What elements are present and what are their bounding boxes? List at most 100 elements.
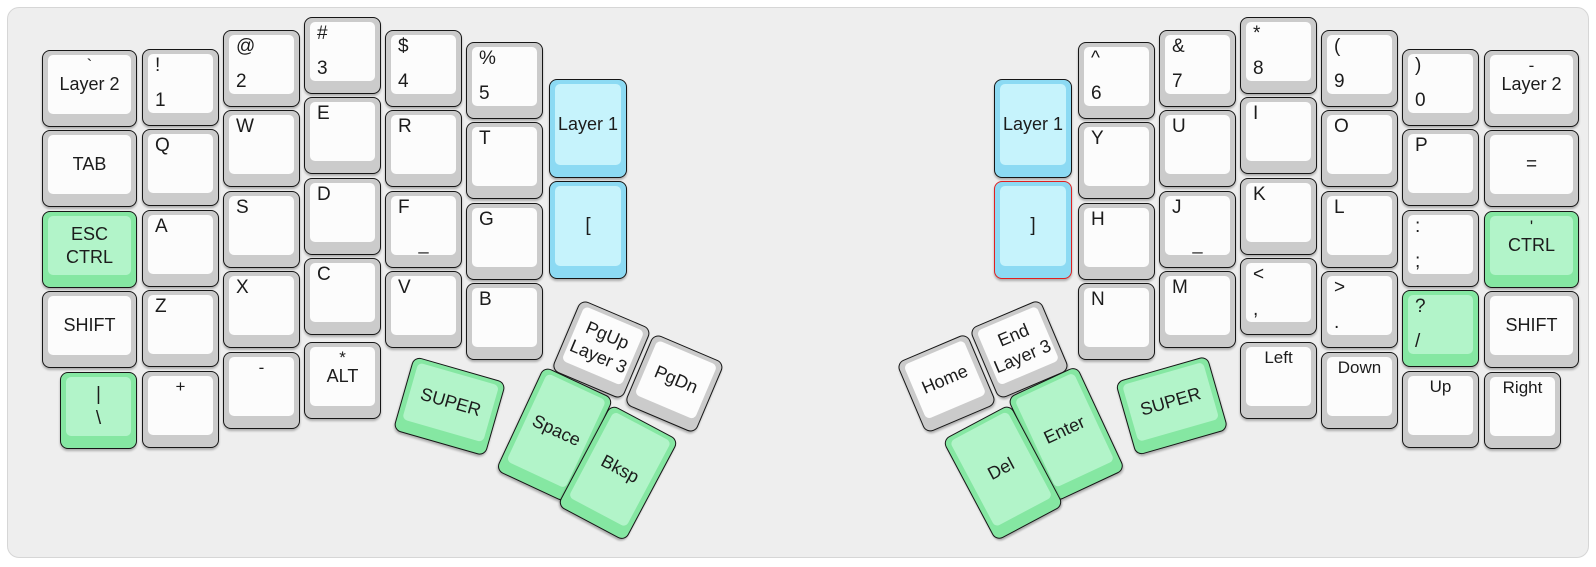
key-l-star-alt[interactable]: *ALT <box>304 342 381 419</box>
key-r-super[interactable]: SUPER <box>1115 355 1229 457</box>
key-l-v[interactable]: V <box>385 271 462 348</box>
key-l-a-legend-tl: A <box>155 216 168 237</box>
key-l-g[interactable]: G <box>466 203 543 280</box>
keycap-face: I <box>1246 102 1311 161</box>
key-l-lbracket-legend-center: [ <box>555 186 621 266</box>
key-l-e[interactable]: E <box>304 97 381 174</box>
key-r-k[interactable]: K <box>1240 178 1317 255</box>
keycap-face: Layer 1 <box>1000 84 1066 165</box>
key-r-semicolon[interactable]: :; <box>1402 210 1479 287</box>
key-l-r[interactable]: R <box>385 110 462 187</box>
key-r-0[interactable]: )0 <box>1402 49 1479 126</box>
key-r-quote-ctrl-legend-center: CTRL <box>1490 216 1573 275</box>
key-r-layer1[interactable]: Layer 1 <box>994 79 1072 178</box>
key-l-b[interactable]: B <box>466 283 543 360</box>
key-r-left[interactable]: Left <box>1240 342 1317 419</box>
key-l-shift[interactable]: SHIFT <box>42 291 137 368</box>
key-l-b-legend-tl: B <box>479 289 492 310</box>
key-r-period[interactable]: >. <box>1321 271 1398 348</box>
key-l-4[interactable]: $4 <box>385 30 462 107</box>
legend-line: CTRL <box>65 246 113 267</box>
key-r-slash[interactable]: ?/ <box>1402 290 1479 367</box>
key-r-u[interactable]: U <box>1159 110 1236 187</box>
key-r-h[interactable]: H <box>1078 203 1155 280</box>
key-l-tab[interactable]: TAB <box>42 130 137 207</box>
keycap-face: Y <box>1084 127 1149 186</box>
key-r-0-legend-tl: ) <box>1415 55 1422 76</box>
key-l-5[interactable]: %5 <box>466 42 543 119</box>
keycap-face: PgDn <box>634 339 718 420</box>
key-l-w[interactable]: W <box>223 110 300 187</box>
key-r-right[interactable]: Right <box>1484 372 1561 449</box>
keycap-face: - <box>229 357 294 416</box>
key-r-equals-legend-center: = <box>1490 135 1573 194</box>
key-l-layer1[interactable]: Layer 1 <box>549 79 627 178</box>
key-r-layer1-legend-center: Layer 1 <box>1000 84 1066 165</box>
key-r-minus-layer2[interactable]: -Layer 2 <box>1484 50 1579 127</box>
key-l-super[interactable]: SUPER <box>392 356 507 457</box>
key-l-1[interactable]: !1 <box>142 49 219 126</box>
key-r-quote-ctrl-legend-tc: ' <box>1529 217 1534 236</box>
key-r-quote-ctrl[interactable]: 'CTRL <box>1484 211 1579 288</box>
keycap-face: Left <box>1246 347 1311 406</box>
key-r-7[interactable]: &7 <box>1159 30 1236 107</box>
key-l-x[interactable]: X <box>223 271 300 348</box>
key-r-l-legend-tl: L <box>1334 197 1345 218</box>
legend-line: Home <box>918 360 971 399</box>
keycap-face: F_ <box>391 196 456 255</box>
key-l-3[interactable]: #3 <box>304 17 381 94</box>
key-l-3-legend-tl: # <box>317 23 328 44</box>
key-l-f[interactable]: F_ <box>385 191 462 268</box>
key-r-j-legend-bc: _ <box>1192 234 1203 254</box>
key-r-p[interactable]: P <box>1402 129 1479 206</box>
key-r-y[interactable]: Y <box>1078 122 1155 199</box>
key-r-equals[interactable]: = <box>1484 130 1579 207</box>
key-r-i[interactable]: I <box>1240 97 1317 174</box>
key-l-3-legend-bl: 3 <box>317 58 328 79</box>
key-l-pipe-backslash[interactable]: |\ <box>60 372 137 449</box>
keycap-face: SHIFT <box>48 296 131 355</box>
key-l-2[interactable]: @2 <box>223 30 300 107</box>
key-r-rbracket[interactable]: ] <box>994 181 1072 279</box>
key-l-s[interactable]: S <box>223 191 300 268</box>
key-r-comma[interactable]: <, <box>1240 258 1317 335</box>
key-l-grave-layer2-legend-tc: ` <box>86 56 93 75</box>
keycap-face: )0 <box>1408 54 1473 113</box>
key-l-z[interactable]: Z <box>142 290 219 367</box>
keycap-face: = <box>1490 135 1573 194</box>
key-r-l[interactable]: L <box>1321 191 1398 268</box>
key-l-plus[interactable]: + <box>142 371 219 448</box>
key-r-9[interactable]: (9 <box>1321 30 1398 107</box>
key-l-grave-layer2[interactable]: `Layer 2 <box>42 50 137 127</box>
key-r-shift[interactable]: SHIFT <box>1484 291 1579 368</box>
legend-line: Bksp <box>597 450 643 488</box>
key-l-c[interactable]: C <box>304 258 381 335</box>
key-r-8[interactable]: *8 <box>1240 17 1317 94</box>
key-r-up-legend-tc: Up <box>1429 377 1452 396</box>
key-l-w-legend-tl: W <box>236 116 254 137</box>
key-r-up[interactable]: Up <box>1402 371 1479 448</box>
key-r-minus-layer2-legend-center: Layer 2 <box>1490 55 1573 114</box>
key-l-t[interactable]: T <box>466 122 543 199</box>
legend-line: SUPER <box>1138 383 1204 420</box>
key-l-a[interactable]: A <box>142 210 219 287</box>
keycap-face: Q <box>148 134 213 193</box>
legend-line: TAB <box>72 154 107 175</box>
key-l-q[interactable]: Q <box>142 129 219 206</box>
key-l-lbracket[interactable]: [ <box>549 181 627 279</box>
key-l-d[interactable]: D <box>304 178 381 255</box>
keycap-face: |\ <box>66 377 131 436</box>
legend-line: [ <box>585 215 591 237</box>
key-r-o[interactable]: O <box>1321 110 1398 187</box>
key-r-m[interactable]: M <box>1159 271 1236 348</box>
keycap-face: &7 <box>1165 35 1230 94</box>
key-l-minus[interactable]: - <box>223 352 300 429</box>
key-r-j[interactable]: J_ <box>1159 191 1236 268</box>
key-r-down[interactable]: Down <box>1321 352 1398 429</box>
key-l-shift-legend-center: SHIFT <box>48 296 131 355</box>
key-r-6[interactable]: ^6 <box>1078 42 1155 119</box>
key-r-i-legend-tl: I <box>1253 103 1259 124</box>
key-r-n[interactable]: N <box>1078 283 1155 360</box>
